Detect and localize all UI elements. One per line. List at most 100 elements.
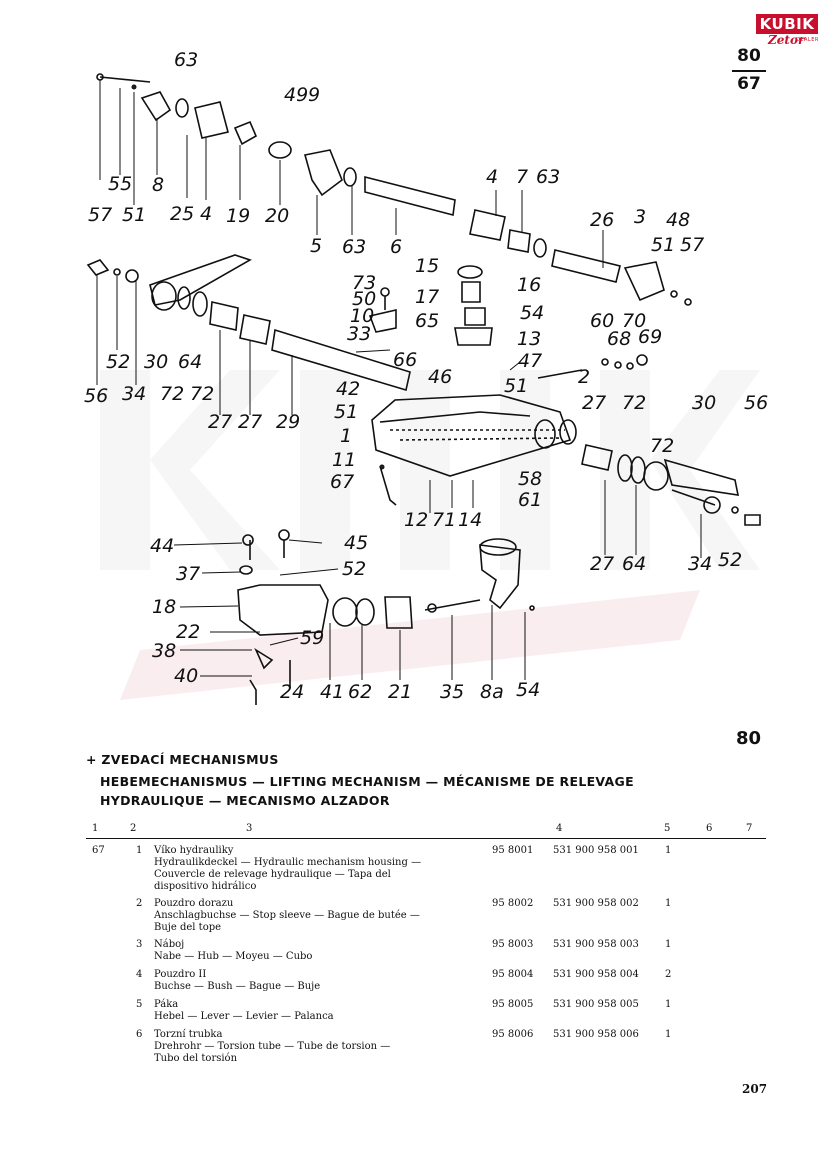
position-number: 4 — [136, 969, 143, 980]
position-number: 6 — [136, 1029, 143, 1040]
callout-label: 69 — [638, 326, 662, 348]
cylinder-assembly — [237, 529, 535, 705]
description-line: Drehrohr — Torsion tube — Tube de torsio… — [154, 1041, 391, 1052]
valve-parts — [368, 265, 648, 379]
column-header: 6 — [706, 823, 713, 834]
callout-label: 42 — [336, 378, 360, 400]
callout-label: 29 — [276, 411, 300, 433]
callout-label: 12 — [404, 509, 428, 531]
callout-label: 45 — [344, 532, 368, 554]
description-line: Hebel — Lever — Levier — Palanca — [154, 1011, 334, 1022]
callout-label: 25 — [170, 203, 194, 225]
quantity: 1 — [665, 1029, 672, 1040]
position-number: 1 — [136, 845, 143, 856]
description-line: Náboj — [154, 939, 185, 950]
callout-label: 72 — [622, 392, 646, 414]
callout-label: 20 — [265, 205, 289, 227]
callout-label: 27 — [590, 553, 614, 575]
column-header: 1 — [92, 823, 99, 834]
callout-label: 72 — [160, 383, 184, 405]
callout-label: 49 — [284, 84, 308, 106]
quantity: 1 — [665, 939, 672, 950]
callout-label: 63 — [342, 236, 366, 258]
callout-label: 52 — [342, 558, 366, 580]
watermark — [100, 370, 760, 700]
description-line: dispositivo hidrálico — [154, 881, 257, 892]
callout-label: 51 — [504, 375, 528, 397]
callout-label: 51 — [334, 401, 358, 423]
callout-label: 72 — [190, 383, 214, 405]
callout-label: 3 — [634, 206, 646, 228]
callout-label: 16 — [517, 274, 541, 296]
callout-label: 63 — [536, 166, 560, 188]
kubik-zetor-logo: KUBIK Zetor DEALER — [756, 14, 818, 47]
callout-label: 11 — [332, 449, 356, 471]
quantity: 1 — [665, 999, 672, 1010]
callout-label: 13 — [517, 328, 541, 350]
page-ref-divider — [732, 70, 766, 72]
description-line: Anschlagbuchse — Stop sleeve — Bague de … — [154, 910, 420, 921]
quantity: 1 — [665, 845, 672, 856]
callout-label: 72 — [650, 435, 674, 457]
column-header: 5 — [664, 823, 671, 834]
callout-label: 57 — [88, 204, 112, 226]
page-ref-top: 80 — [737, 46, 761, 66]
callout-label: 5 — [310, 235, 322, 257]
callout-label: 27 — [208, 411, 232, 433]
callout-label: 56 — [84, 385, 108, 407]
callout-label: 51 — [651, 234, 675, 256]
callout-label: 40 — [174, 665, 198, 687]
callout-label: 2 — [578, 366, 590, 388]
callout-label: 65 — [415, 310, 439, 332]
reference-number: 95 8006 — [492, 1029, 534, 1040]
description-line: Pouzdro dorazu — [154, 898, 234, 909]
callout-label: 30 — [692, 392, 716, 414]
column-header: 4 — [556, 823, 563, 834]
logo-badge — [756, 14, 818, 34]
quantity: 2 — [665, 969, 672, 980]
callout-label: 33 — [347, 323, 371, 345]
callout-label: 8 — [152, 174, 164, 196]
part-number: 531 900 958 002 — [553, 898, 639, 909]
section-title-multilingual: HEBEMECHANISMUS — LIFTING MECHANISM — MÉ… — [100, 774, 634, 808]
reference-number: 95 8004 — [492, 969, 534, 980]
callout-label: 59 — [300, 627, 324, 649]
right-arm-assembly — [581, 444, 761, 526]
callout-label: 7 — [516, 166, 528, 188]
callout-label: 15 — [415, 255, 439, 277]
callout-label: 60 — [590, 310, 614, 332]
logo-brand: KUBIK — [759, 15, 815, 33]
reference-number: 95 8005 — [492, 999, 534, 1010]
left-arm-assembly — [86, 254, 411, 392]
callout-label: 73 — [352, 272, 376, 294]
callout-label: 8a — [480, 681, 504, 703]
callout-label: 38 — [152, 640, 176, 662]
callout-label: 56 — [744, 392, 768, 414]
column-header: 3 — [246, 823, 253, 834]
header-rule — [86, 838, 766, 839]
callout-label: 63 — [174, 49, 198, 71]
callout-label: 37 — [176, 563, 200, 585]
callout-label: 52 — [718, 549, 742, 571]
callout-label: 46 — [428, 366, 452, 388]
page-ref-bottom: 67 — [737, 74, 761, 94]
reference-number: 95 8002 — [492, 898, 534, 909]
callout-label: 22 — [176, 621, 200, 643]
callout-label: 66 — [393, 349, 417, 371]
callout-label: 27 — [582, 392, 606, 414]
callout-label: 35 — [440, 681, 464, 703]
upper-assembly — [96, 73, 692, 306]
callout-label: 26 — [590, 209, 614, 231]
callout-label: 30 — [144, 351, 168, 373]
position-number: 5 — [136, 999, 143, 1010]
callout-label: 61 — [518, 489, 542, 511]
column-header: 7 — [746, 823, 753, 834]
description-line: Torzní trubka — [154, 1029, 223, 1040]
callout-label: 67 — [330, 471, 354, 493]
callout-label: 64 — [178, 351, 202, 373]
part-number: 531 900 958 001 — [553, 845, 639, 856]
description-line: Buchse — Bush — Bague — Buje — [154, 981, 321, 992]
callout-label: 4 — [200, 203, 212, 225]
description-line: Tubo del torsión — [154, 1053, 238, 1064]
section-title-czech: + ZVEDACÍ MECHANISMUS — [86, 752, 279, 767]
